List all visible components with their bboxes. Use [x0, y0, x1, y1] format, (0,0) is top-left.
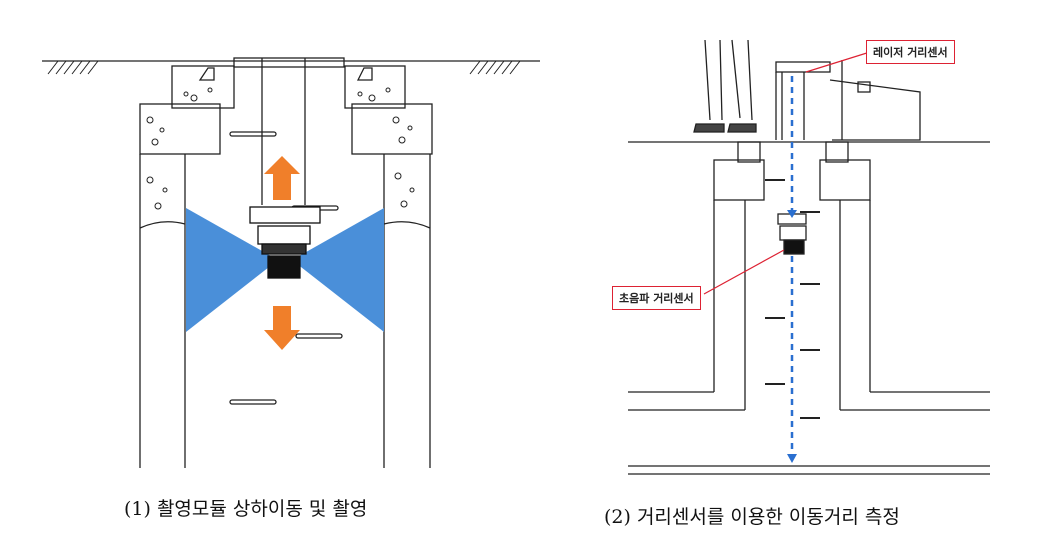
ultrasonic-body — [779, 225, 807, 241]
cover-frame — [233, 57, 345, 68]
ultrasonic-sensor-label: 초음파 거리센서 — [612, 286, 701, 310]
figure2-caption: (2) 거리센서를 이용한 이동거리 측정 — [604, 506, 900, 528]
concrete-texture — [146, 87, 415, 210]
view-cone-right — [292, 208, 384, 332]
ultrasonic-callout-leader — [703, 249, 785, 295]
laser-callout-leader — [805, 51, 871, 73]
ground-hatch-left — [47, 60, 99, 75]
wall-break-right — [383, 221, 431, 229]
concrete-collar-right-2 — [819, 159, 871, 201]
laser-arrowhead — [787, 210, 797, 218]
rung — [229, 399, 277, 405]
winch-unit — [829, 79, 921, 141]
ultrasonic-arrowhead — [787, 454, 797, 463]
figure1-caption: (1) 촬영모듈 상하이동 및 촬영 — [124, 498, 368, 520]
cover-block-left — [171, 65, 235, 109]
cover-block-right-2 — [825, 141, 849, 163]
rail-brackets — [198, 67, 373, 81]
camera-module — [249, 206, 321, 279]
operator-figure — [704, 39, 753, 121]
laser-mount — [775, 61, 831, 73]
rung — [229, 131, 277, 137]
concrete-collar-left-2 — [713, 159, 765, 201]
view-cone-left — [186, 208, 278, 332]
figure2-drawing — [628, 39, 990, 475]
ground-hatch-right — [469, 60, 521, 75]
cover-block-left-2 — [737, 141, 761, 163]
laser-sensor-label: 레이저 거리센서 — [866, 40, 955, 64]
concrete-collar-right — [351, 103, 433, 155]
winch-block — [857, 81, 871, 93]
wall-break-left — [139, 221, 186, 229]
cover-block-right — [344, 65, 406, 109]
ultrasonic-head — [783, 239, 805, 255]
move-down-arrow — [264, 306, 300, 350]
operator-shoes — [693, 123, 757, 133]
rungs-2 — [765, 179, 820, 419]
concrete-collar-left — [139, 103, 221, 155]
rung — [295, 333, 343, 339]
figure1-drawing — [42, 57, 540, 468]
move-up-arrow — [264, 156, 300, 200]
